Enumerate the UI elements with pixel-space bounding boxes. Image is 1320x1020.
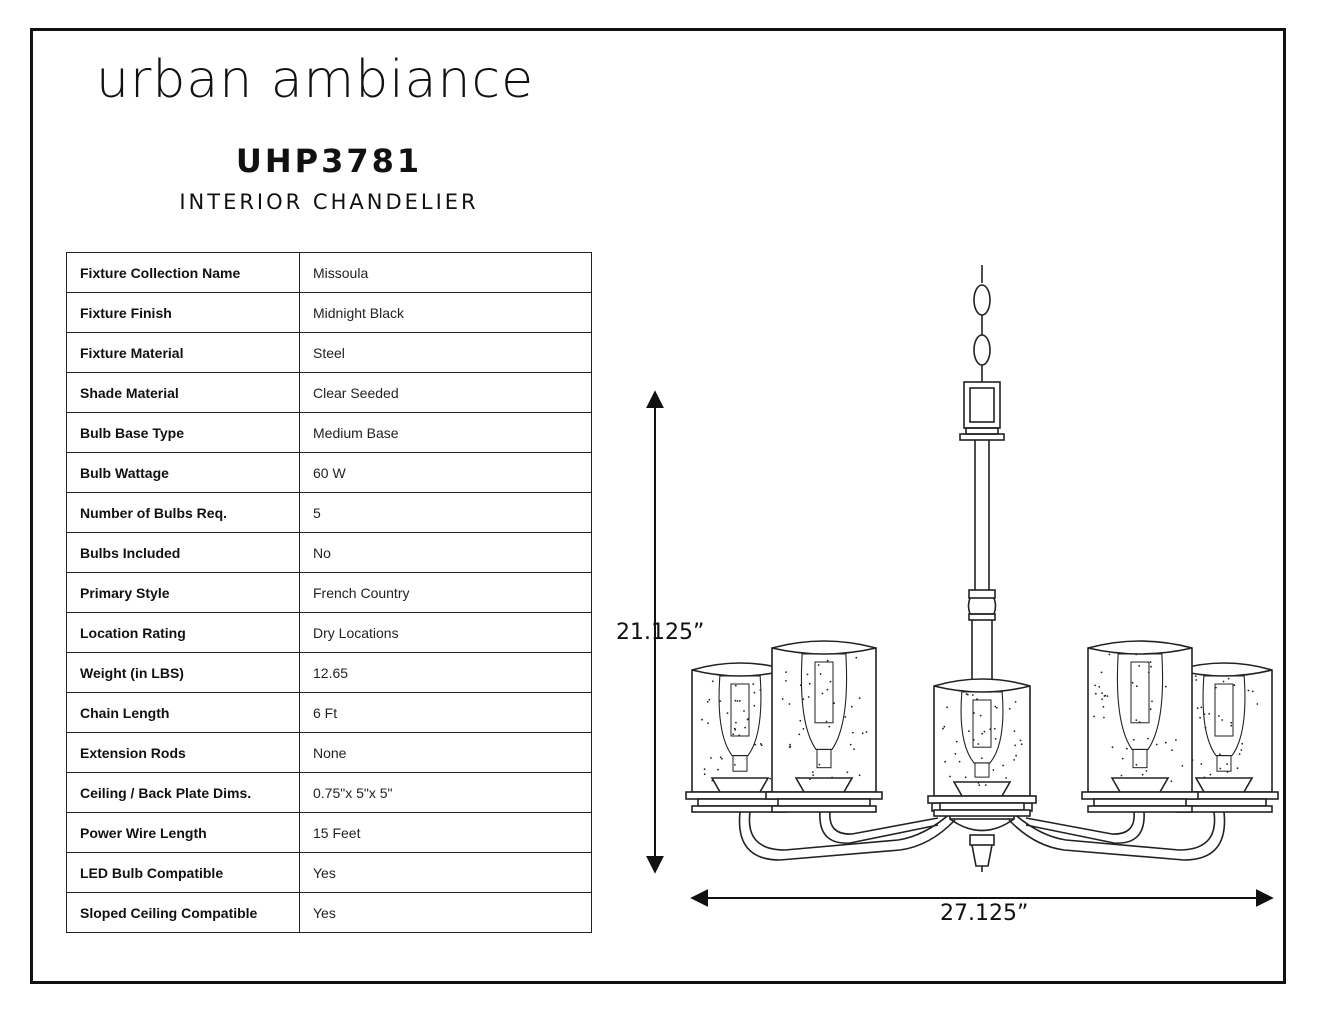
spec-value: No [299, 532, 592, 573]
spec-value: 15 Feet [299, 812, 592, 853]
spec-label: Weight (in LBS) [66, 652, 300, 693]
glass-shades [685, 640, 1279, 817]
spec-label: Number of Bulbs Req. [66, 492, 300, 533]
shade [1081, 640, 1199, 813]
spec-label: Bulb Base Type [66, 412, 300, 453]
shade [1169, 662, 1279, 813]
shade [685, 662, 795, 813]
spec-value: 0.75"x 5"x 5" [299, 772, 592, 813]
spec-value: Missoula [299, 252, 592, 293]
shade [765, 640, 883, 813]
spec-label: Location Rating [66, 612, 300, 653]
width-dimension-label: 27.125” [940, 901, 1029, 926]
spec-value: 12.65 [299, 652, 592, 693]
spec-value: Yes [299, 892, 592, 933]
spec-label: Primary Style [66, 572, 300, 613]
spec-row: Ceiling / Back Plate Dims.0.75"x 5"x 5" [66, 772, 592, 813]
height-dimension-label: 21.125” [616, 620, 705, 645]
spec-row: Number of Bulbs Req.5 [66, 492, 592, 533]
spec-value: Clear Seeded [299, 372, 592, 413]
spec-value: Dry Locations [299, 612, 592, 653]
spec-value: Medium Base [299, 412, 592, 453]
spec-label: Extension Rods [66, 732, 300, 773]
spec-label: Bulbs Included [66, 532, 300, 573]
brand-logo: urban ambiance [96, 50, 535, 110]
spec-value: Midnight Black [299, 292, 592, 333]
spec-value: 5 [299, 492, 592, 533]
product-type: INTERIOR CHANDELIER [179, 190, 479, 214]
model-number: UHP3781 [235, 142, 423, 180]
spec-label: Ceiling / Back Plate Dims. [66, 772, 300, 813]
spec-label: Sloped Ceiling Compatible [66, 892, 300, 933]
spec-label: Fixture Material [66, 332, 300, 373]
spec-row: Weight (in LBS)12.65 [66, 652, 592, 693]
shade [927, 678, 1037, 817]
page-border [30, 28, 1286, 984]
